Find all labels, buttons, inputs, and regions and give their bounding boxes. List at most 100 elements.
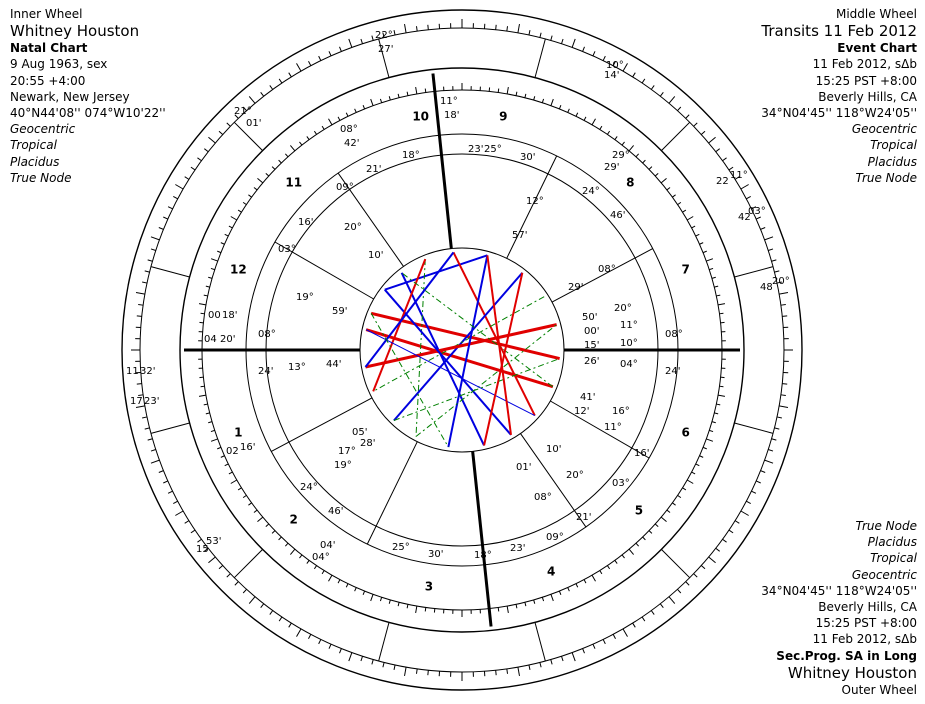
degree-tick (602, 55, 606, 61)
degree-tick (208, 136, 216, 144)
degree-tick (755, 216, 761, 220)
degree-tick (591, 574, 596, 582)
degree-label: 41' (580, 392, 595, 403)
house-cusp (551, 248, 653, 303)
degree-label: 18° (402, 150, 420, 161)
degree-tick (497, 88, 500, 93)
house-cusp (520, 433, 587, 528)
degree-tick (296, 63, 302, 72)
degree-tick (506, 605, 509, 614)
degree-tick (779, 405, 789, 408)
degree-tick (558, 105, 562, 110)
degree-tick (226, 122, 231, 127)
inner-wheel-setting: Placidus (10, 154, 60, 169)
degree-tick (682, 487, 687, 491)
inner-wheel-caption: Inner Wheel (10, 7, 83, 21)
degree-tick (204, 547, 209, 552)
degree-tick (706, 438, 714, 442)
degree-label: 28' (360, 438, 375, 449)
degree-label: 03° (748, 206, 766, 217)
degree-tick (289, 145, 296, 152)
degree-tick (660, 516, 667, 523)
degree-tick (345, 112, 349, 117)
wheel-ring (121, 9, 803, 691)
degree-tick (567, 108, 570, 113)
degree-tick (299, 554, 303, 559)
degree-tick (714, 285, 719, 288)
degree-tick (406, 604, 409, 609)
degree-label: 50' (582, 312, 597, 323)
house-cusp (431, 73, 453, 249)
degree-tick (175, 510, 184, 516)
aspect-line (365, 323, 557, 369)
aspect-line (365, 328, 554, 389)
degree-label: 29' (604, 162, 619, 173)
degree-tick (348, 38, 353, 48)
degree-tick (260, 603, 265, 608)
degree-tick (561, 38, 564, 44)
inner-wheel-date: 9 Aug 1963, sex (10, 57, 108, 72)
house-cusp (337, 172, 404, 267)
degree-label: 18' (222, 310, 237, 321)
degree-tick (666, 509, 671, 513)
degree-tick (144, 427, 150, 430)
degree-tick (427, 24, 429, 30)
degree-tick (278, 159, 282, 164)
degree-tick (210, 267, 215, 271)
degree-label: 20° (772, 276, 790, 287)
sign-divider (734, 266, 774, 278)
degree-label: 57' (512, 230, 527, 241)
degree-tick (415, 668, 418, 674)
degree-tick (495, 24, 497, 30)
degree-tick (691, 225, 696, 229)
degree-label: 18' (444, 110, 459, 121)
degree-tick (371, 659, 374, 665)
degree-label: 05' (352, 427, 367, 438)
degree-tick (230, 216, 238, 221)
inner-wheel-time: 20:55 +4:00 (10, 73, 86, 88)
degree-tick (648, 166, 653, 170)
degree-tick (708, 556, 716, 564)
degree-label: 26' (584, 356, 599, 367)
degree-label: 20° (344, 222, 362, 233)
degree-tick (197, 157, 202, 162)
degree-label: 09° (546, 532, 564, 543)
degree-tick (242, 494, 247, 499)
degree-tick (379, 98, 383, 103)
degree-tick (284, 153, 289, 158)
house-number: 7 (681, 263, 689, 277)
degree-label: 15 (196, 544, 209, 555)
sign-divider (734, 422, 774, 434)
degree-label: 21' (576, 512, 591, 523)
degree-tick (722, 157, 727, 162)
middle-wheel-setting: Placidus (867, 154, 917, 169)
degree-tick (198, 303, 207, 306)
degree-tick (175, 184, 184, 190)
degree-tick (717, 303, 726, 306)
degree-tick (648, 530, 653, 534)
aspect-line (415, 324, 557, 437)
degree-tick (734, 520, 740, 524)
aspect-lines (364, 251, 560, 448)
degree-tick (632, 72, 636, 78)
degree-tick (716, 403, 721, 406)
degree-tick (197, 538, 202, 543)
degree-tick (539, 662, 542, 668)
degree-tick (495, 670, 497, 676)
degree-tick (621, 554, 625, 559)
degree-tick (567, 587, 570, 592)
sign-divider (150, 266, 190, 278)
degree-tick (253, 187, 258, 191)
degree-tick (660, 177, 667, 184)
degree-tick (321, 570, 325, 575)
degree-tick (711, 276, 716, 279)
degree-tick (299, 141, 303, 146)
degree-tick (328, 118, 333, 126)
degree-label: 27' (378, 44, 393, 55)
degree-label: 19° (296, 292, 314, 303)
degree-label: 08° (258, 329, 276, 340)
degree-label: 19° (334, 460, 352, 471)
degree-tick (614, 136, 618, 140)
